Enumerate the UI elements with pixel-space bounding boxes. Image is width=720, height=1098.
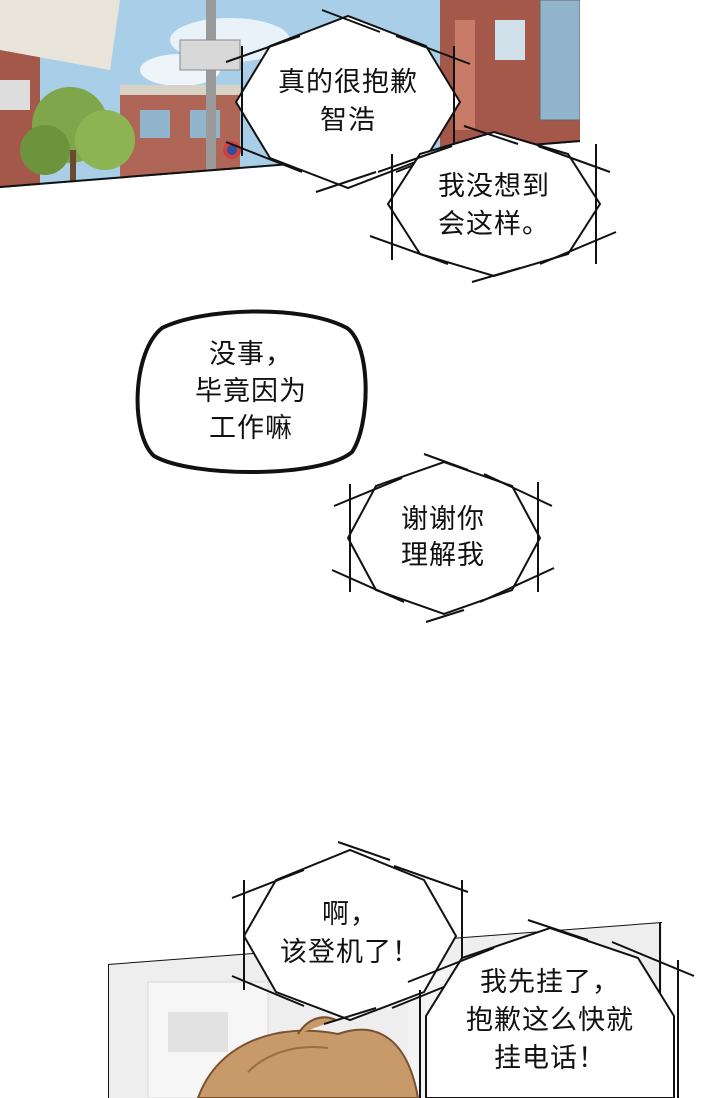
bubble-text: 真的很抱歉 智浩 [212, 6, 484, 204]
bubble-line: 挂电话！ [494, 1043, 606, 1074]
street-scene-panel [0, 0, 580, 188]
bubble-line: 智浩 [320, 105, 376, 136]
bubble-line: 真的很抱歉 [278, 67, 418, 98]
hexagon-bubble-outline [369, 125, 617, 283]
bubble-text: 没事， 毕竟因为 工作嘛 [132, 306, 370, 476]
speech-bubble-hexagon: 真的很抱歉 智浩 [212, 6, 484, 198]
hexagon-bubble-outline [231, 841, 469, 1025]
speech-bubble-hexagon: 谢谢你 理解我 [328, 452, 558, 624]
bubble-line: 会这样。 [438, 209, 550, 240]
bubble-line: 我没想到 [438, 171, 550, 202]
bubble-line: 谢谢你 [401, 504, 485, 535]
oval-bubble-outline [135, 309, 368, 475]
hexagon-bubble-outline [331, 453, 555, 623]
speech-bubble-hexagon: 我没想到 会这样。 [368, 124, 620, 284]
bubble-text: 啊， 该登机了！ [226, 840, 474, 1028]
bubble-line: 抱歉这么快就 [466, 1005, 634, 1036]
bubble-line: 没事， [209, 338, 293, 370]
speech-bubble-oval: 没事， 毕竟因为 工作嘛 [132, 306, 370, 476]
speech-bubble-hexagon: 我先挂了， 抱歉这么快就 挂电话！ [402, 916, 698, 1098]
bubble-line: 该登机了！ [280, 937, 420, 968]
bubble-line: 我先挂了， [480, 967, 620, 998]
bubble-line: 毕竟因为 [195, 375, 307, 407]
bubble-text: 我先挂了， 抱歉这么快就 挂电话！ [402, 916, 698, 1098]
bubble-text: 我没想到 会这样。 [368, 124, 620, 286]
hexagon-bubble-outline [225, 9, 471, 193]
street-scene-illustration [0, 0, 580, 188]
bubble-line: 理解我 [401, 540, 485, 571]
speech-bubble-hexagon: 啊， 该登机了！ [226, 840, 474, 1028]
bubble-text: 谢谢你 理解我 [328, 452, 558, 624]
bubble-line: 啊， [322, 899, 378, 930]
hexagon-bubble-outline [407, 919, 695, 1098]
bubble-line: 工作嘛 [209, 412, 293, 444]
